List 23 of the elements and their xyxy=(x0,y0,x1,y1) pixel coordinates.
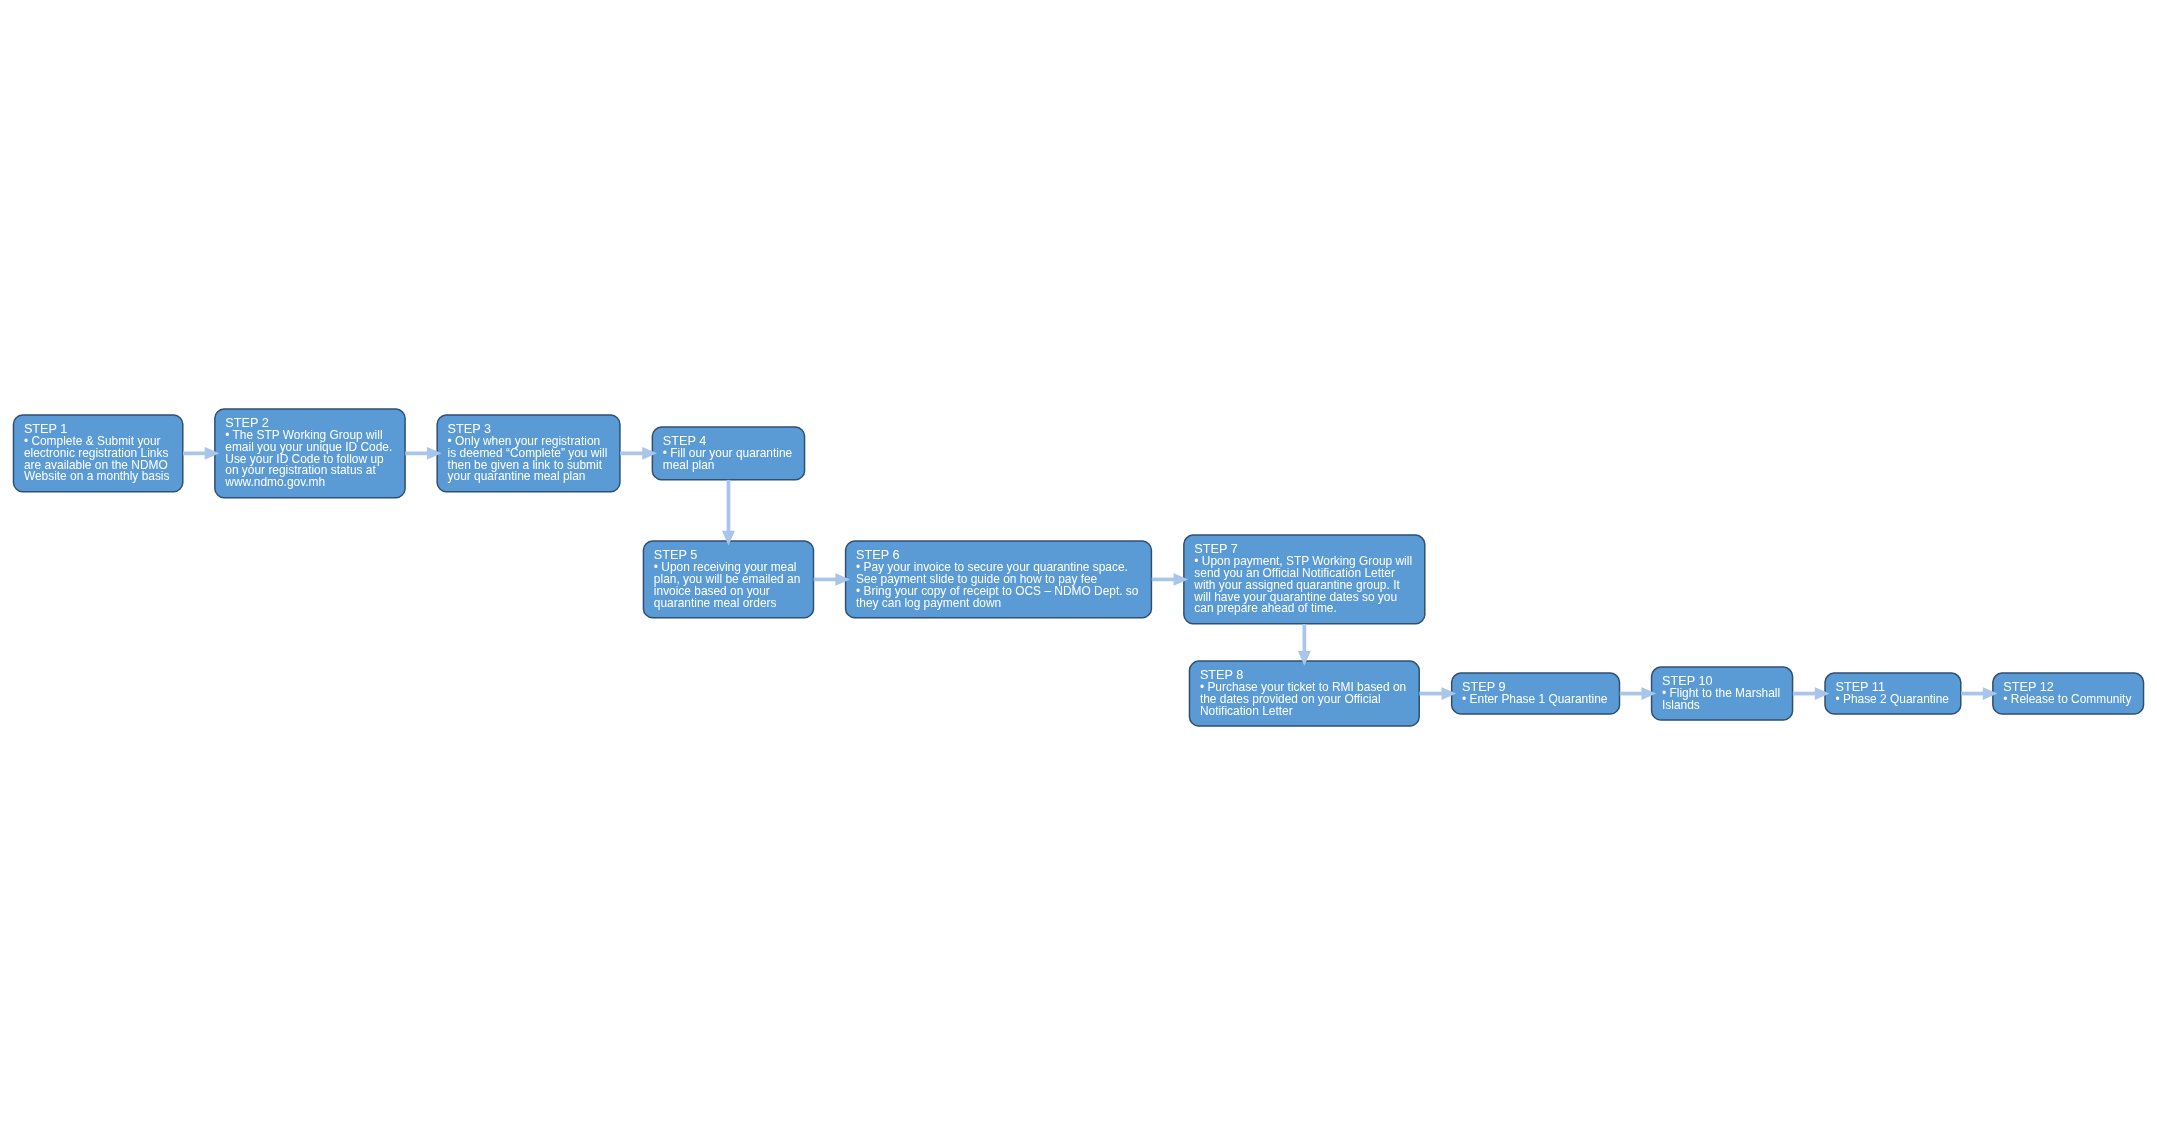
node-box: STEP 4 • Fill our your quarantine meal plan xyxy=(651,425,806,481)
node-box: STEP 10 • Flight to the Marshall Islands xyxy=(1650,665,1794,721)
arrow xyxy=(722,479,735,545)
node-box: STEP 3 • Only when your registration is deemed “Complete” you will then be given a link to submit your quarantine meal plan xyxy=(436,413,621,493)
arrow xyxy=(1297,623,1311,666)
node-box: STEP 12 • Release to Community xyxy=(1992,671,2145,715)
node-box: STEP 7 • Upon payment, STP Working Group will send you an Official Notification Letter with your assigned quarantine group. It will have your quarantine dates so you can prepare ahead of time. xyxy=(1183,533,1426,625)
arrow xyxy=(813,572,851,586)
arrow xyxy=(1419,686,1457,700)
arrow xyxy=(405,446,442,460)
node-box: STEP 1 • Complete & Submit your electronic registration Links are available on the NDMO Website on a monthly basis xyxy=(12,413,184,493)
arrow xyxy=(1151,572,1189,586)
node-box: STEP 11 • Phase 2 Quarantine xyxy=(1824,671,1962,715)
node-box: STEP 6 • Pay your invoice to secure your quarantine space. See payment slide to guide on how to pay fee • Bring your copy of receipt to OCS – NDMO Dept. so they can log payment down xyxy=(844,539,1153,619)
node-box: STEP 9 • Enter Phase 1 Quarantine xyxy=(1450,671,1621,715)
node-box: STEP 8 • Purchase your ticket to RMI based on the dates provided on your Official Notification Letter xyxy=(1188,659,1420,727)
arrow xyxy=(1792,686,1830,700)
arrow xyxy=(182,446,220,460)
arrow xyxy=(620,446,657,460)
arrow xyxy=(1619,686,1657,700)
node-box: STEP 5 • Upon receiving your meal plan, you will be emailed an invoice based on your quarantine meal orders xyxy=(642,539,815,619)
node-box: STEP 2 • The STP Working Group will email you your unique ID Code. Use your ID Code to follow up on your registration status at www.ndmo.gov.mh xyxy=(214,407,406,498)
arrow xyxy=(1961,686,1998,700)
